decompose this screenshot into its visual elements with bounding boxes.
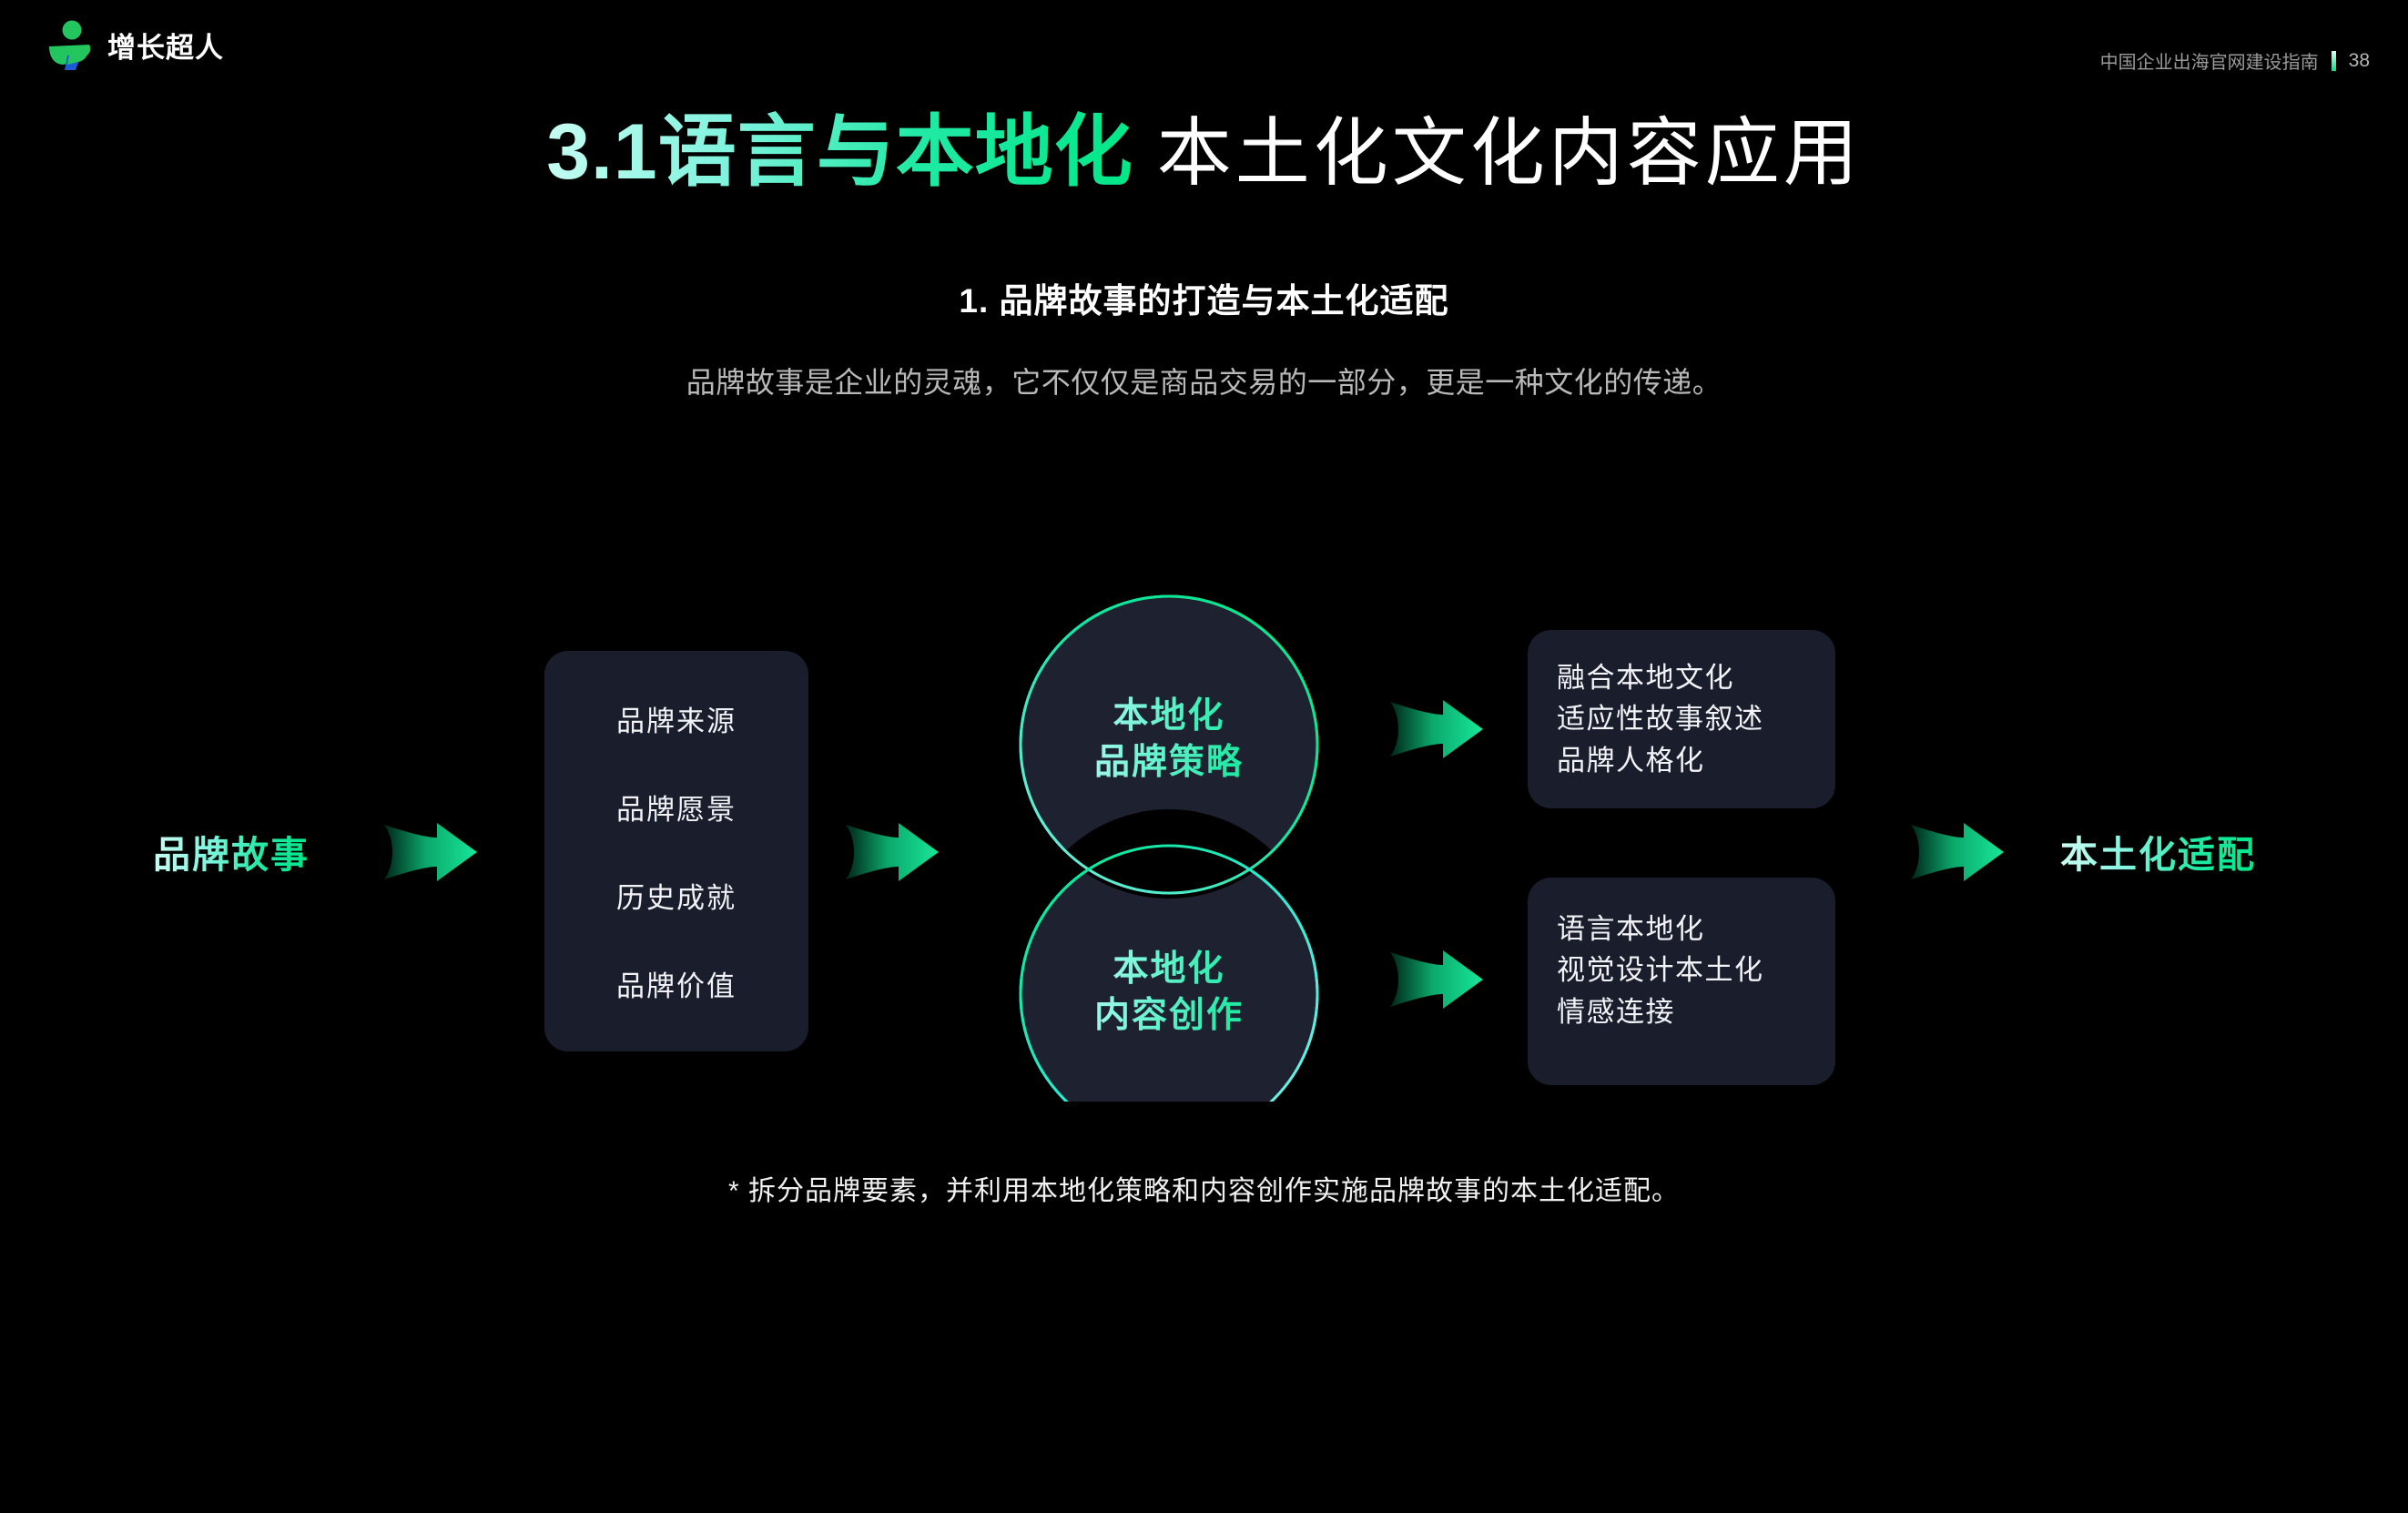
strategy-line: 品牌人格化 — [1557, 744, 1705, 777]
strategy-line: 适应性故事叙述 — [1557, 703, 1764, 736]
guide-title: 中国企业出海官网建设指南 — [2099, 53, 2319, 73]
section-description: 品牌故事是企业的灵魂，它不仅仅是商品交易的一部分，更是一种文化的传递。 — [686, 366, 1722, 399]
section-heading: 1. 品牌故事的打造与本土化适配 — [959, 282, 1449, 320]
page-title-accent: 3.1语言与本地化 — [546, 108, 1133, 196]
vertical-bar-icon — [2331, 50, 2336, 71]
venn-diagram: 本地化 品牌策略 本地化 内容创作 — [1005, 592, 1333, 1144]
page-title: 3.1语言与本地化本土化文化内容应用 — [0, 107, 2408, 198]
brand-element-item: 品牌愿景 — [616, 794, 737, 826]
flow-start-label: 品牌故事 — [153, 824, 310, 878]
right-arrow-icon — [1907, 817, 2007, 887]
brand-element-item: 品牌价值 — [616, 970, 737, 1002]
content-line: 情感连接 — [1557, 995, 1675, 1028]
brand-logo: 增长超人 — [47, 16, 248, 73]
localization-strategy-panel: 融合本地文化 适应性故事叙述 品牌人格化 — [1528, 630, 1835, 808]
flow-end-label: 本土化适配 — [2060, 824, 2256, 878]
growth-superman-logo-icon — [47, 17, 98, 72]
right-arrow-icon — [381, 817, 481, 887]
page-number: 38 — [2348, 49, 2370, 71]
brand-elements-panel: 品牌来源 品牌愿景 历史成就 品牌价值 — [544, 651, 808, 1051]
footnote: * 拆分品牌要素，并利用本地化策略和内容创作实施品牌故事的本土化适配。 — [727, 1176, 1680, 1206]
right-arrow-icon — [1387, 945, 1487, 1014]
localization-content-panel: 语言本地化 视觉设计本土化 情感连接 — [1528, 878, 1835, 1085]
strategy-line: 融合本地文化 — [1557, 662, 1734, 694]
content-line: 语言本地化 — [1557, 913, 1705, 945]
right-arrow-icon — [1387, 695, 1487, 764]
brand-wordmark: 增长超人 — [107, 31, 224, 64]
right-arrow-icon — [842, 817, 942, 887]
brand-element-item: 品牌来源 — [616, 706, 737, 737]
brand-element-item: 历史成就 — [616, 882, 737, 914]
content-line: 视觉设计本土化 — [1557, 954, 1764, 987]
page-title-plain: 本土化文化内容应用 — [1156, 112, 1862, 195]
header-meta: 中国企业出海官网建设指南 38 — [2100, 47, 2370, 74]
